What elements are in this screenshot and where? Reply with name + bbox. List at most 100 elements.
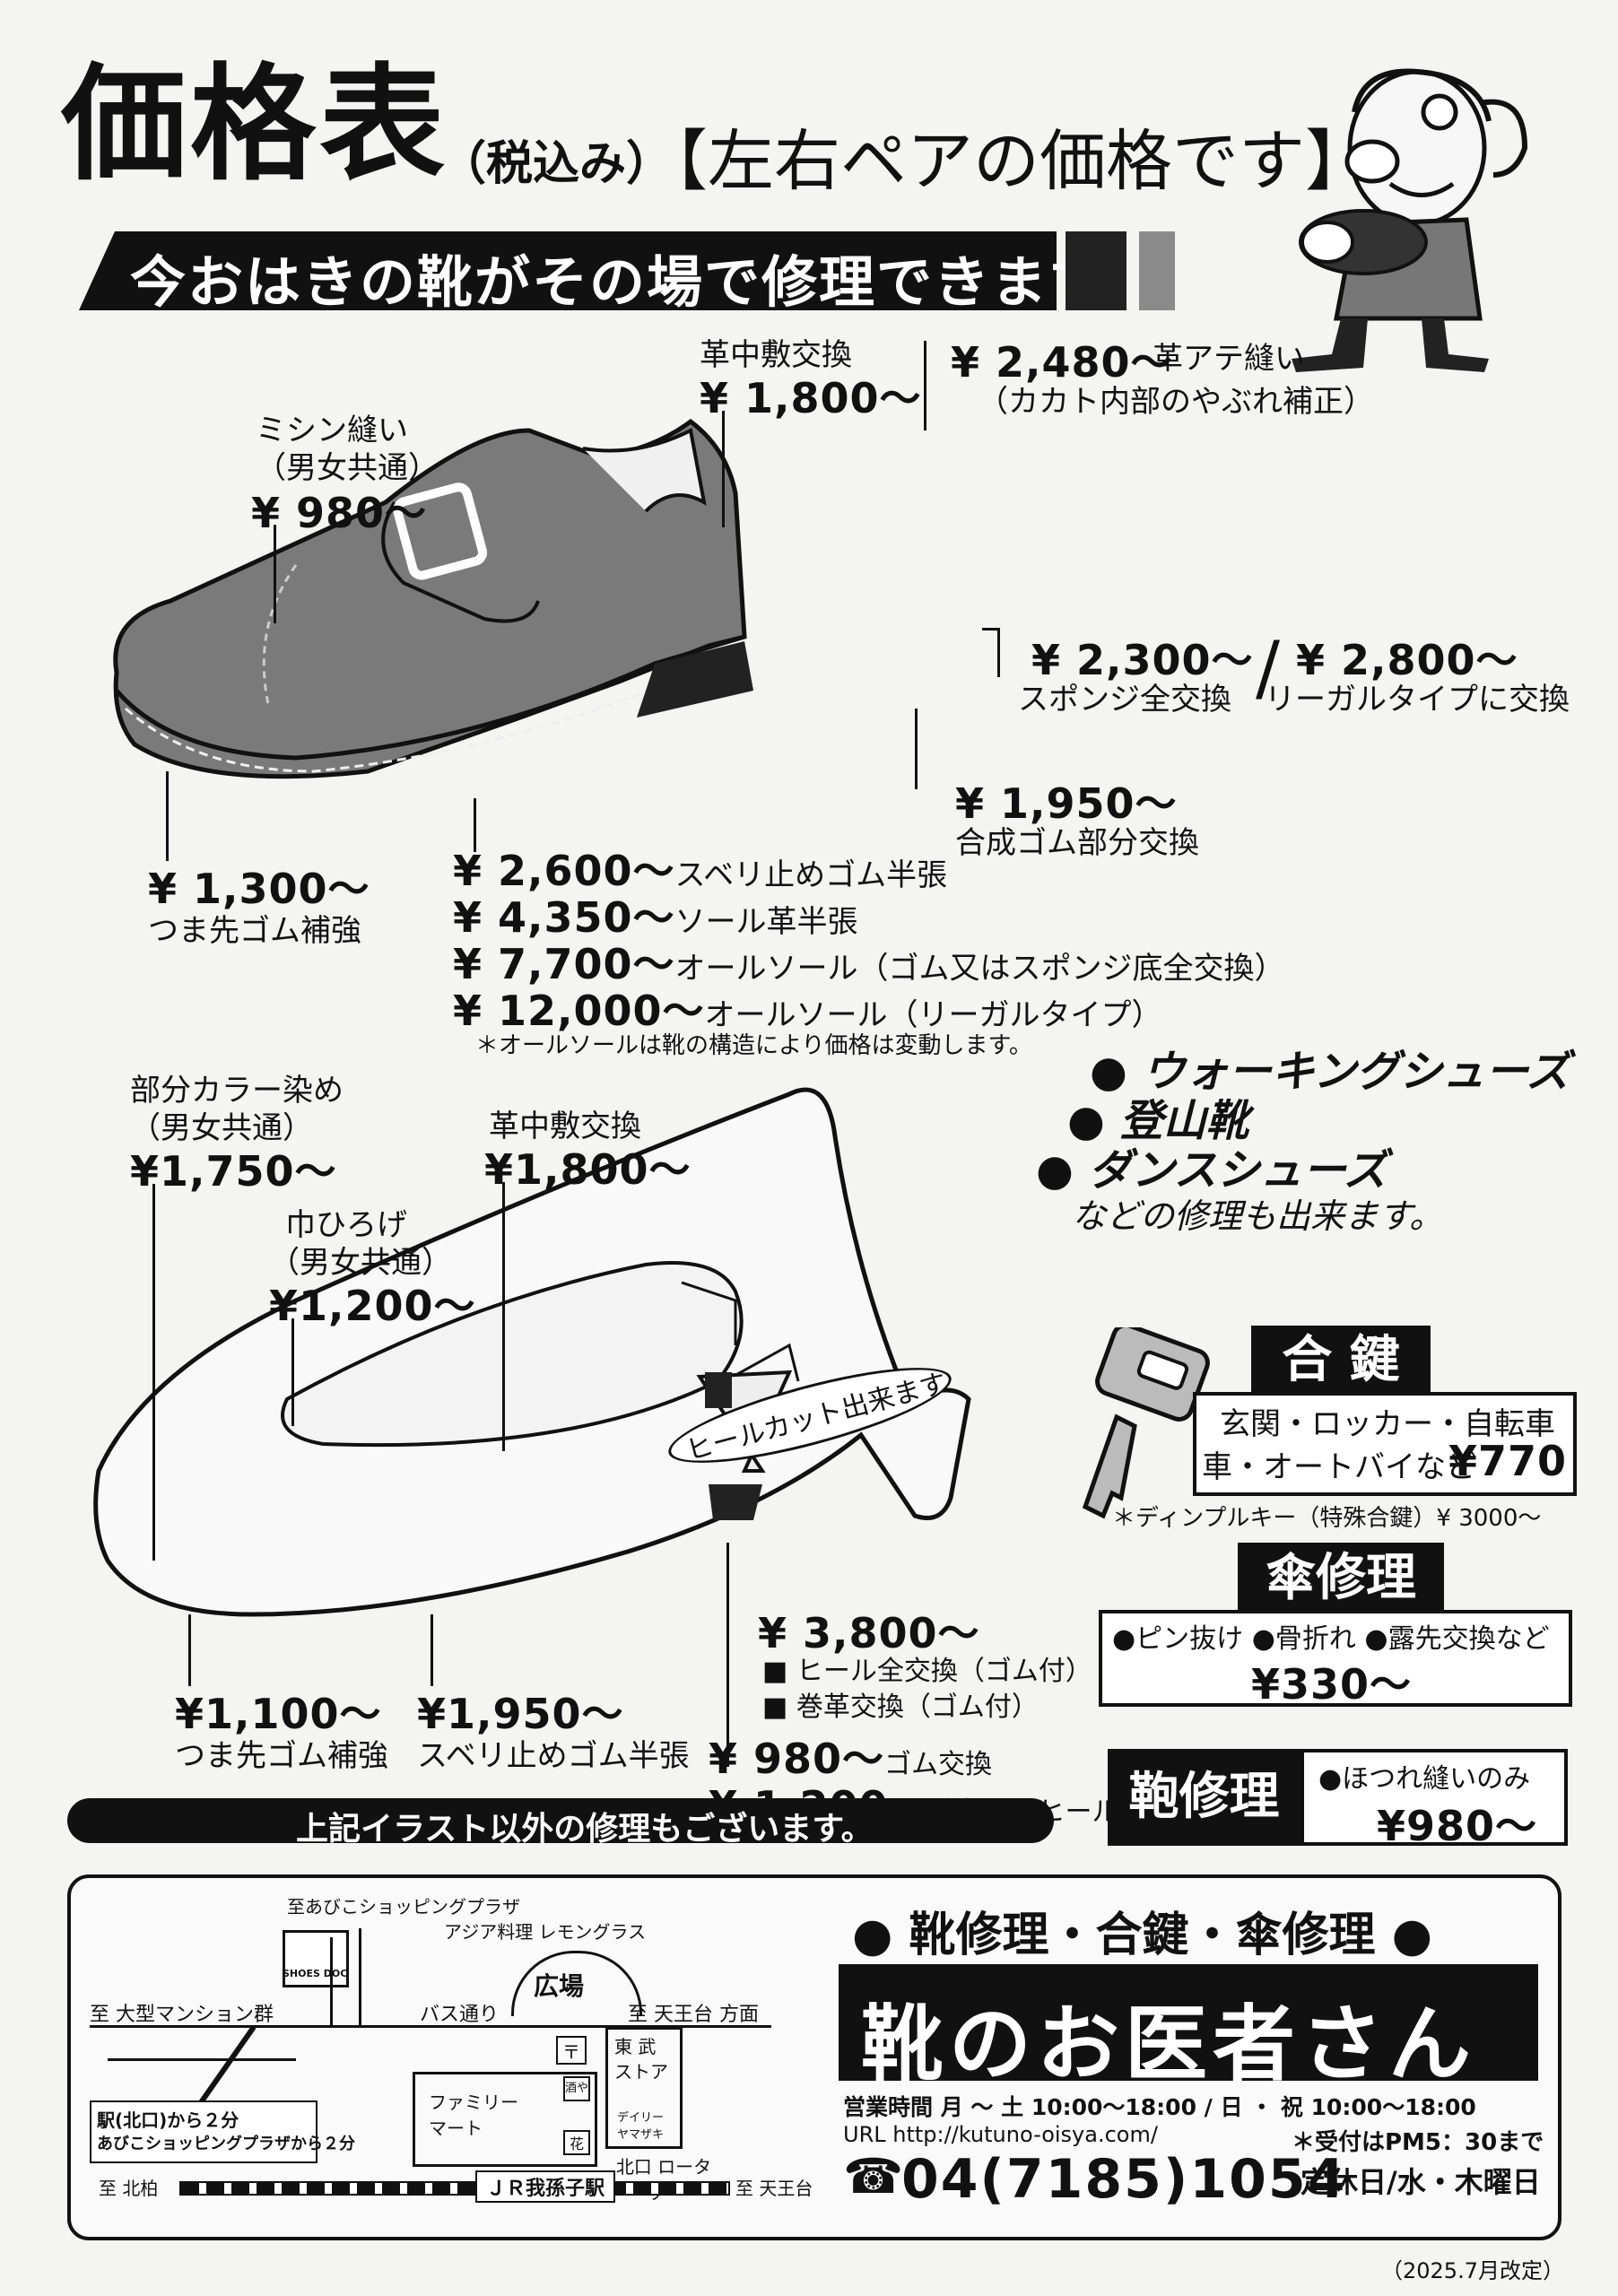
sewing-leader <box>274 525 276 623</box>
heel-full-line1: ■ ヒール全交換（ゴム付） <box>762 1656 1092 1687</box>
toe-leader <box>166 771 169 861</box>
map-kitakashiwa: 至 北柏 <box>99 2178 159 2199</box>
sole-row: ¥ 7,700〜オールソール（ゴム又はスポンジ底全交換） <box>453 932 1285 988</box>
widen-leader <box>291 1318 294 1426</box>
sole-leader <box>474 798 476 852</box>
men-insole-name: 革中敷交換 <box>700 337 852 373</box>
mens-shoe-illustration <box>113 418 753 779</box>
keys-box <box>1193 1392 1577 1496</box>
women-toe-price: ¥1,100〜 <box>175 1690 382 1738</box>
map-kitaguchi: 北口 ロータリー <box>615 2156 712 2204</box>
heel-patch-price: ¥ 2,480〜 <box>951 338 1173 387</box>
map-road-v2 <box>359 1928 361 2027</box>
map-hana: 花 <box>563 2130 590 2155</box>
sponge-bracket <box>982 628 1000 631</box>
sponge-name: スポンジ全交換 <box>1018 682 1231 718</box>
tax-note: （税込み） <box>439 137 674 191</box>
men-toe-name: つま先ゴム補強 <box>148 913 361 949</box>
umbrella-title: 傘修理 <box>1238 1543 1444 1614</box>
bag-price: ¥980〜 <box>1377 1802 1538 1850</box>
women-toe-name: つま先ゴム補強 <box>175 1738 388 1774</box>
map-road-v1 <box>330 1937 333 2027</box>
widen-price: ¥1,200〜 <box>269 1282 476 1330</box>
heel-full-line2: ■ 巻革交換（ゴム付） <box>762 1692 1039 1723</box>
color-name: 部分カラー染め <box>130 1073 344 1109</box>
men-insole-leader <box>722 411 725 527</box>
umbrella-price: ¥330〜 <box>1251 1660 1413 1709</box>
shop-url: URL http://kutuno-oisya.com/ <box>843 2122 1158 2147</box>
banner-block-dark <box>1066 231 1127 310</box>
sole-name: オールソール（ゴム又はスポンジ底全交換） <box>674 951 1285 987</box>
map-abiko-top: 至あびこショッピングプラザ <box>287 1896 520 1918</box>
specialty-walking: ● ウォーキングシューズ <box>1090 1047 1570 1097</box>
map: 至あびこショッピングプラザ アジア料理 レモングラス SHOES DOC 広場 … <box>90 1892 825 2206</box>
sole-price-list: ¥ 2,600〜スベリ止めゴム半張 ¥ 4,350〜ソール革半張 ¥ 7,700… <box>453 839 1285 1035</box>
men-insole-price: ¥ 1,800〜 <box>700 374 922 422</box>
color-price: ¥1,750〜 <box>130 1147 337 1196</box>
map-abiko-access: あびこショッピングプラザから２分 <box>97 2135 355 2153</box>
map-station: ＪＲ我孫子駅 <box>475 2170 616 2203</box>
synthetic-leader <box>915 709 918 789</box>
women-toe-leader <box>188 1614 191 1686</box>
map-station-access: 駅(北口)から２分 <box>97 2109 239 2131</box>
phone-icon: ☎ <box>843 2148 904 2205</box>
other-repairs-text: 上記イラスト以外の修理もございます。 <box>296 1811 874 1848</box>
regal-name: リーガルタイプに交換 <box>1265 682 1570 718</box>
map-tennoudai-dir: 至 天王台 方面 <box>628 2004 759 2026</box>
women-insole-leader <box>502 1182 505 1451</box>
specialty-mountain: ● 登山靴 <box>1067 1096 1249 1146</box>
bag-title: 鞄修理 <box>1108 1749 1300 1846</box>
slip-price: ¥1,950〜 <box>417 1690 624 1738</box>
heel-leader <box>726 1543 729 1767</box>
umbrella-box <box>1099 1610 1572 1707</box>
keys-line2: 車・オートバイなど <box>1202 1449 1476 1485</box>
map-bus: バス通り <box>420 2004 500 2026</box>
map-daily: デイリー ヤマザキ <box>617 2111 665 2142</box>
sole-price: ¥ 12,000〜 <box>453 987 705 1035</box>
keys-line1: 玄関・ロッカー・自転車 <box>1220 1406 1555 1442</box>
page-title: 価格表 <box>61 52 449 198</box>
sewing-name: ミシン縫い <box>256 413 408 448</box>
women-insole-name: 革中敷交換 <box>489 1109 641 1144</box>
regal-price: ¥ 2,800〜 <box>1296 636 1518 684</box>
synthetic-name: 合成ゴム部分交換 <box>955 825 1199 861</box>
shop-hours: 営業時間 月 〜 土 10:00〜18:00 / 日 ・ 祝 10:00〜18:… <box>843 2094 1476 2120</box>
map-mansion: 至 大型マンション群 <box>90 2004 274 2026</box>
cobbler-mascot-illustration <box>1292 68 1528 372</box>
sewing-price: ¥ 980〜 <box>251 489 428 537</box>
bag-box <box>1300 1749 1568 1846</box>
color-leader <box>152 1184 155 1561</box>
map-access-box <box>90 2100 318 2163</box>
shop-name-plate <box>839 1964 1538 2081</box>
header-banner <box>79 231 1057 310</box>
shop-closed: 定休日/水・木曜日 <box>1300 2165 1541 2199</box>
map-block-family <box>413 2072 597 2167</box>
map-road-top <box>90 2025 771 2028</box>
women-insole-price: ¥1,800〜 <box>484 1145 692 1194</box>
sole-price: ¥ 7,700〜 <box>453 940 675 988</box>
sole-price: ¥ 2,600〜 <box>453 847 675 895</box>
sole-name: スベリ止めゴム半張 <box>674 857 948 893</box>
shoes-doc-marker <box>283 1930 349 1987</box>
map-post-office: 〒 <box>556 2036 587 2065</box>
men-toe-price: ¥ 1,300〜 <box>148 865 370 913</box>
color-scope: （男女共通） <box>130 1110 313 1146</box>
other-repairs-bar <box>67 1798 1054 1843</box>
widen-scope: （男女共通） <box>269 1245 452 1281</box>
sole-note: ＊オールソールは靴の構造により価格は変動します。 <box>475 1032 1032 1059</box>
pair-note: 【左右ペアの価格です】 <box>641 123 1371 200</box>
map-road-mid <box>108 2058 296 2061</box>
rubber-price: ¥ 980〜 <box>709 1735 885 1783</box>
sole-row: ¥ 2,600〜スベリ止めゴム半張 <box>453 839 1285 895</box>
map-family: ファミリー マート <box>429 2092 518 2139</box>
slash-divider: / <box>1256 626 1280 709</box>
keys-note: ＊ディンプルキー（特殊合鍵）¥ 3000〜 <box>1112 1505 1542 1532</box>
sole-price: ¥ 4,350〜 <box>453 893 675 942</box>
sewing-scope: （男女共通） <box>256 450 439 486</box>
map-block-tobu <box>605 2027 683 2149</box>
sole-name: ソール革半張 <box>674 904 858 940</box>
banner-block-gray <box>1139 231 1175 310</box>
shop-reception: ＊受付はPM5：30まで <box>1292 2129 1544 2156</box>
map-asia: アジア料理 レモングラス <box>444 1921 647 1943</box>
sponge-bracket-v <box>997 628 1000 677</box>
